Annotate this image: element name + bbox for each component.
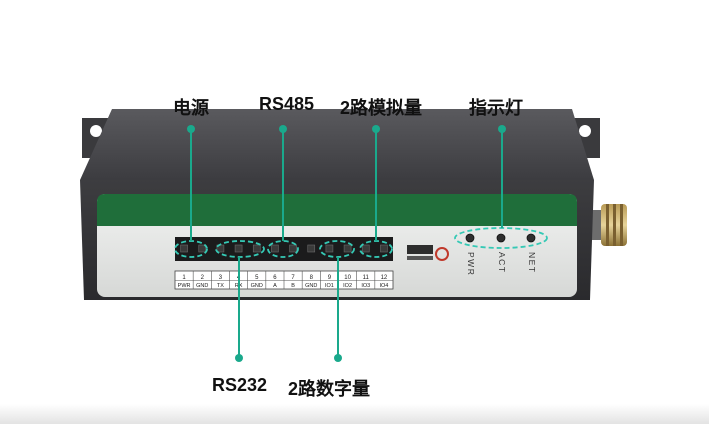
terminal-screw (343, 244, 352, 253)
green-band (97, 194, 577, 226)
callout-power: 电源 (173, 98, 209, 118)
terminal-label: IO4 (379, 283, 388, 289)
terminal-label: GND (196, 283, 208, 289)
terminal-label: PWR (178, 283, 191, 289)
terminal-number: 9 (328, 275, 332, 281)
terminal-label: B (291, 283, 295, 289)
terminal-label: IO1 (325, 283, 334, 289)
terminal-screw (180, 244, 188, 253)
mount-hole-left (90, 125, 102, 137)
callout-lines (187, 125, 506, 362)
terminal-number: 1 (182, 275, 186, 281)
callout-rs232: RS232 (212, 375, 268, 395)
led-label: NET (527, 252, 537, 274)
enclosure-top (80, 109, 594, 180)
terminal-label: IO3 (361, 283, 370, 289)
terminal-number: 12 (381, 275, 388, 281)
terminal-screw (271, 244, 279, 253)
brand-logo (407, 245, 433, 260)
brand-emblem (435, 247, 449, 261)
terminal-label: GND (251, 283, 263, 289)
led-pwr (465, 233, 475, 243)
terminal-screw (380, 244, 388, 253)
floor-shadow (0, 404, 709, 424)
antenna-connector (591, 204, 627, 246)
terminal-number: 5 (255, 275, 259, 281)
callout-analog: 2路模拟量 (340, 98, 423, 118)
terminal-number: 7 (291, 275, 295, 281)
highlight-rs485 (267, 240, 299, 258)
mount-hole-right (579, 125, 591, 137)
terminal-number: 10 (344, 275, 351, 281)
callout-rs485: RS485 (259, 94, 315, 114)
terminal-label: A (273, 283, 277, 289)
indicator-leds: PWR ACT NET (465, 233, 537, 276)
terminal-number: 6 (273, 275, 277, 281)
terminal-number: 3 (219, 275, 223, 281)
terminal-label: IO2 (343, 283, 352, 289)
terminal-screw (307, 244, 316, 253)
terminal-label: GND (305, 283, 317, 289)
callout-indicator: 指示灯 (469, 98, 523, 118)
led-label: ACT (497, 252, 507, 274)
terminal-screw (361, 244, 370, 253)
terminal-screw (325, 244, 334, 253)
led-net (526, 233, 536, 243)
terminal-number: 11 (363, 275, 370, 281)
led-label: PWR (466, 252, 476, 276)
terminal-number: 2 (201, 275, 205, 281)
terminal-screw (234, 244, 243, 253)
terminal-screw (252, 244, 261, 253)
terminal-label: TX (217, 283, 224, 289)
terminal-screw (198, 244, 207, 253)
terminal-screw (289, 244, 297, 253)
terminal-number: 8 (310, 275, 314, 281)
callout-digital: 2路数字量 (288, 379, 371, 399)
led-act (496, 233, 506, 243)
